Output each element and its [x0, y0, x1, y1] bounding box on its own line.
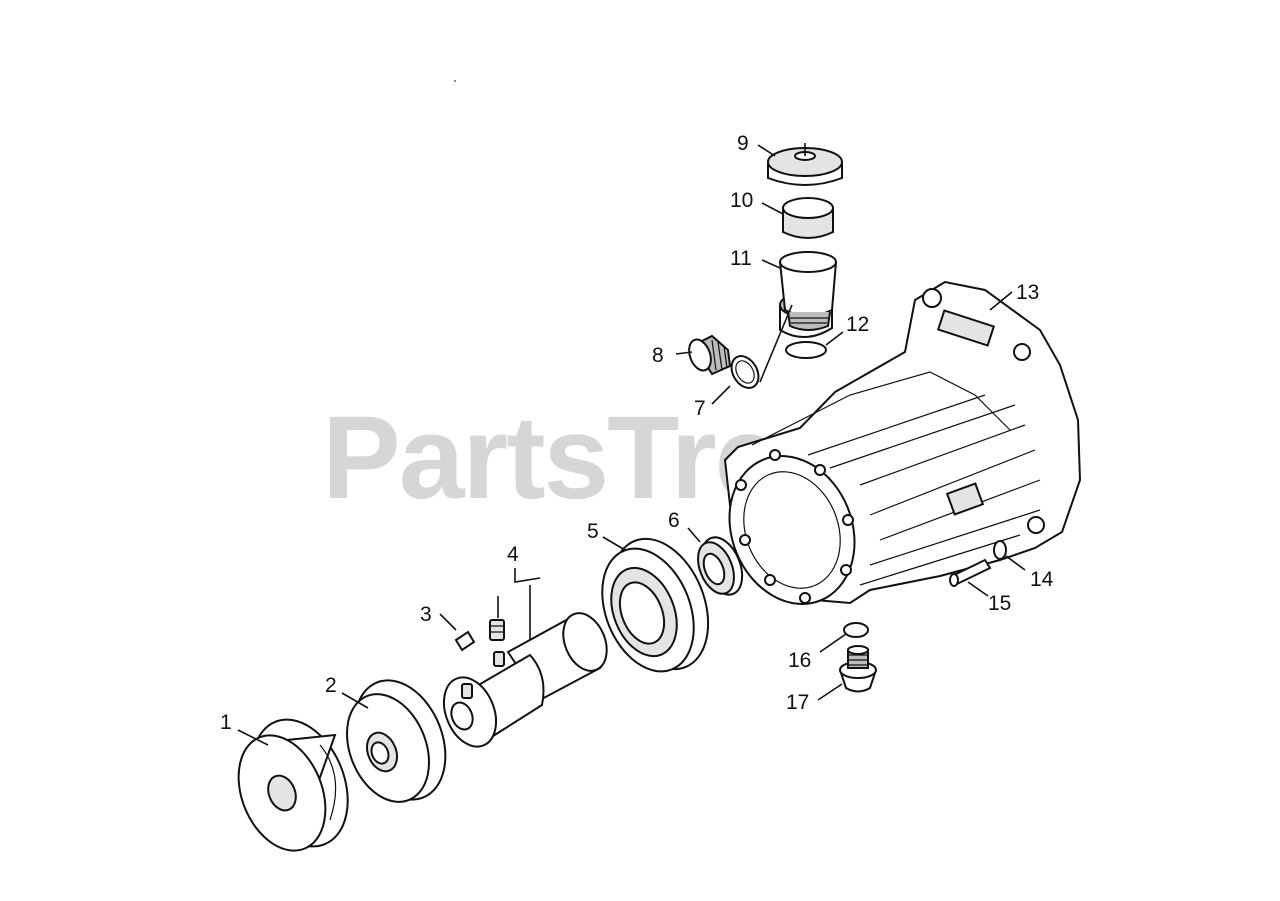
callout-1: 1 — [220, 711, 232, 734]
part-4-set-screw[interactable] — [489, 619, 505, 641]
callout-2: 2 — [325, 674, 337, 697]
part-12-gasket[interactable] — [785, 341, 827, 359]
part-7-ring[interactable] — [726, 351, 764, 392]
drive-shaft[interactable] — [434, 607, 615, 755]
callout-11: 11 — [730, 247, 752, 270]
part-5-bearing[interactable] — [585, 524, 726, 685]
callout-labels: 1 2 3 4 5 6 7 8 9 10 11 12 13 14 15 16 1… — [220, 132, 1054, 734]
part-14-washer[interactable] — [993, 540, 1007, 560]
callout-17: 17 — [786, 691, 809, 714]
callout-12: 12 — [846, 313, 869, 336]
part-1-pulley[interactable] — [222, 705, 365, 863]
callout-7: 7 — [694, 397, 706, 420]
part-17-drain-plug[interactable] — [839, 645, 877, 693]
part-16-drain-washer[interactable] — [843, 622, 869, 638]
callout-14: 14 — [1030, 568, 1054, 591]
part-2-seal-plate[interactable] — [332, 667, 462, 814]
part-10-filter[interactable] — [782, 197, 834, 239]
callout-4: 4 — [507, 543, 519, 566]
callout-5: 5 — [587, 520, 599, 543]
part-11-fill-tube[interactable] — [779, 251, 837, 331]
part-8-plug[interactable] — [685, 334, 732, 376]
speck — [454, 80, 456, 82]
callout-16: 16 — [788, 649, 811, 672]
part-3-key[interactable] — [454, 630, 476, 652]
part-6-oil-seal[interactable] — [691, 531, 750, 600]
callout-9: 9 — [737, 132, 749, 155]
callout-10: 10 — [730, 189, 753, 212]
callout-8: 8 — [652, 344, 664, 367]
callout-6: 6 — [668, 509, 680, 532]
callout-15: 15 — [988, 592, 1011, 615]
leader-lines — [237, 144, 1026, 746]
part-15-bolt[interactable] — [949, 558, 992, 587]
callout-13: 13 — [1016, 281, 1039, 304]
callout-3: 3 — [420, 603, 432, 626]
part-9-cap[interactable] — [767, 143, 843, 186]
part-13-gear-housing[interactable] — [708, 280, 1082, 623]
